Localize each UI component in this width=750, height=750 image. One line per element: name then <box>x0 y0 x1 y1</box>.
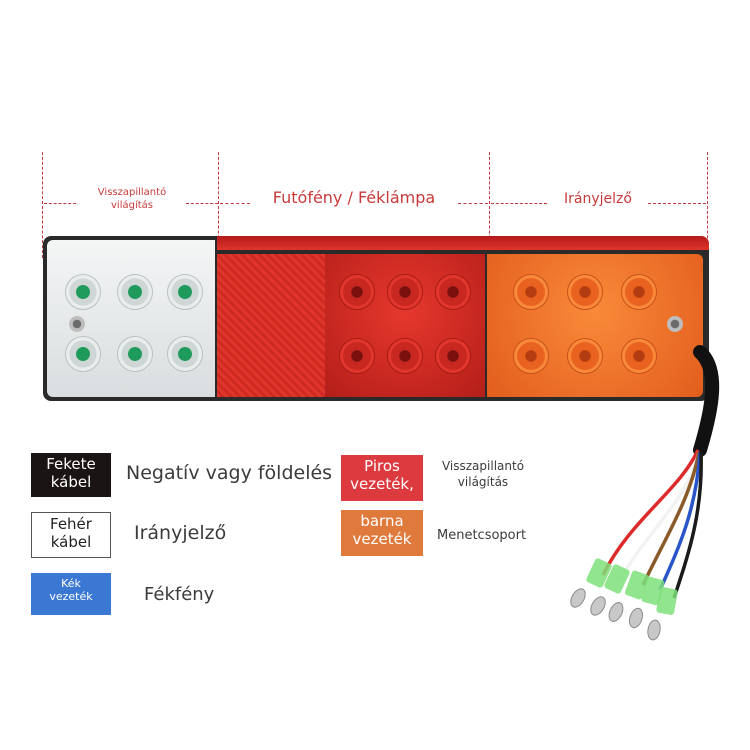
led <box>117 336 153 372</box>
led <box>167 336 203 372</box>
white-cable-swatch: Fehér kábel <box>31 512 111 558</box>
dimension-line-left-a <box>44 203 76 204</box>
led <box>621 338 657 374</box>
section-label-turn-signal: Irányjelző <box>564 191 632 207</box>
led <box>621 274 657 310</box>
section-label-reversing-light: Visszapillantó világítás <box>97 187 167 211</box>
dimension-line-right-a <box>491 203 547 204</box>
led <box>567 338 603 374</box>
led <box>117 274 153 310</box>
led <box>513 338 549 374</box>
led <box>387 338 423 374</box>
black-cable-description: Negatív vagy földelés <box>126 462 333 484</box>
led <box>387 274 423 310</box>
dimension-line-mid-b <box>458 203 488 204</box>
dimension-marker-4 <box>707 152 708 258</box>
brown-cable-label: barna vezeték <box>352 512 412 548</box>
dimension-line-right-b <box>648 203 706 204</box>
section-label-running-brake: Futófény / Féklámpa <box>272 188 436 207</box>
white-cable-label: Fehér kábel <box>50 515 92 551</box>
dimension-line-mid-a <box>220 203 250 204</box>
lamp-top-strip <box>217 236 709 250</box>
black-cable-swatch: Fekete kábel <box>31 453 111 497</box>
reversing-light-lens <box>47 240 215 397</box>
led <box>167 274 203 310</box>
white-cable-description: Irányjelző <box>134 522 227 544</box>
dimension-marker-2 <box>218 152 219 258</box>
red-cable-description: Visszapillantó világítás <box>441 459 525 490</box>
connector-sleeves <box>586 558 678 615</box>
led <box>567 274 603 310</box>
screw-hole <box>69 316 85 332</box>
led <box>513 274 549 310</box>
dimension-marker-3 <box>489 152 490 258</box>
turn-signal-lens <box>487 254 703 397</box>
bullet-terminals <box>570 588 661 641</box>
brown-cable-swatch: barna vezeték <box>341 510 423 556</box>
blue-cable-label: Kék vezeték <box>49 577 93 604</box>
led <box>435 274 471 310</box>
black-cable-label: Fekete kábel <box>46 455 96 491</box>
blue-cable-description: Fékfény <box>144 584 215 605</box>
led <box>339 338 375 374</box>
led <box>65 274 101 310</box>
running-brake-lens <box>325 254 485 397</box>
blue-cable-swatch: Kék vezeték <box>31 573 111 615</box>
tail-lamp <box>43 236 709 401</box>
led <box>435 338 471 374</box>
red-reflector <box>217 254 325 397</box>
dimension-line-left-b <box>186 203 218 204</box>
screw-hole <box>667 316 683 332</box>
brown-cable-description: Menetcsoport <box>437 528 527 543</box>
led <box>65 336 101 372</box>
dimension-marker-1 <box>42 152 43 258</box>
led <box>339 274 375 310</box>
red-cable-swatch: Piros vezeték, <box>341 455 423 501</box>
red-cable-label: Piros vezeték, <box>350 457 414 493</box>
